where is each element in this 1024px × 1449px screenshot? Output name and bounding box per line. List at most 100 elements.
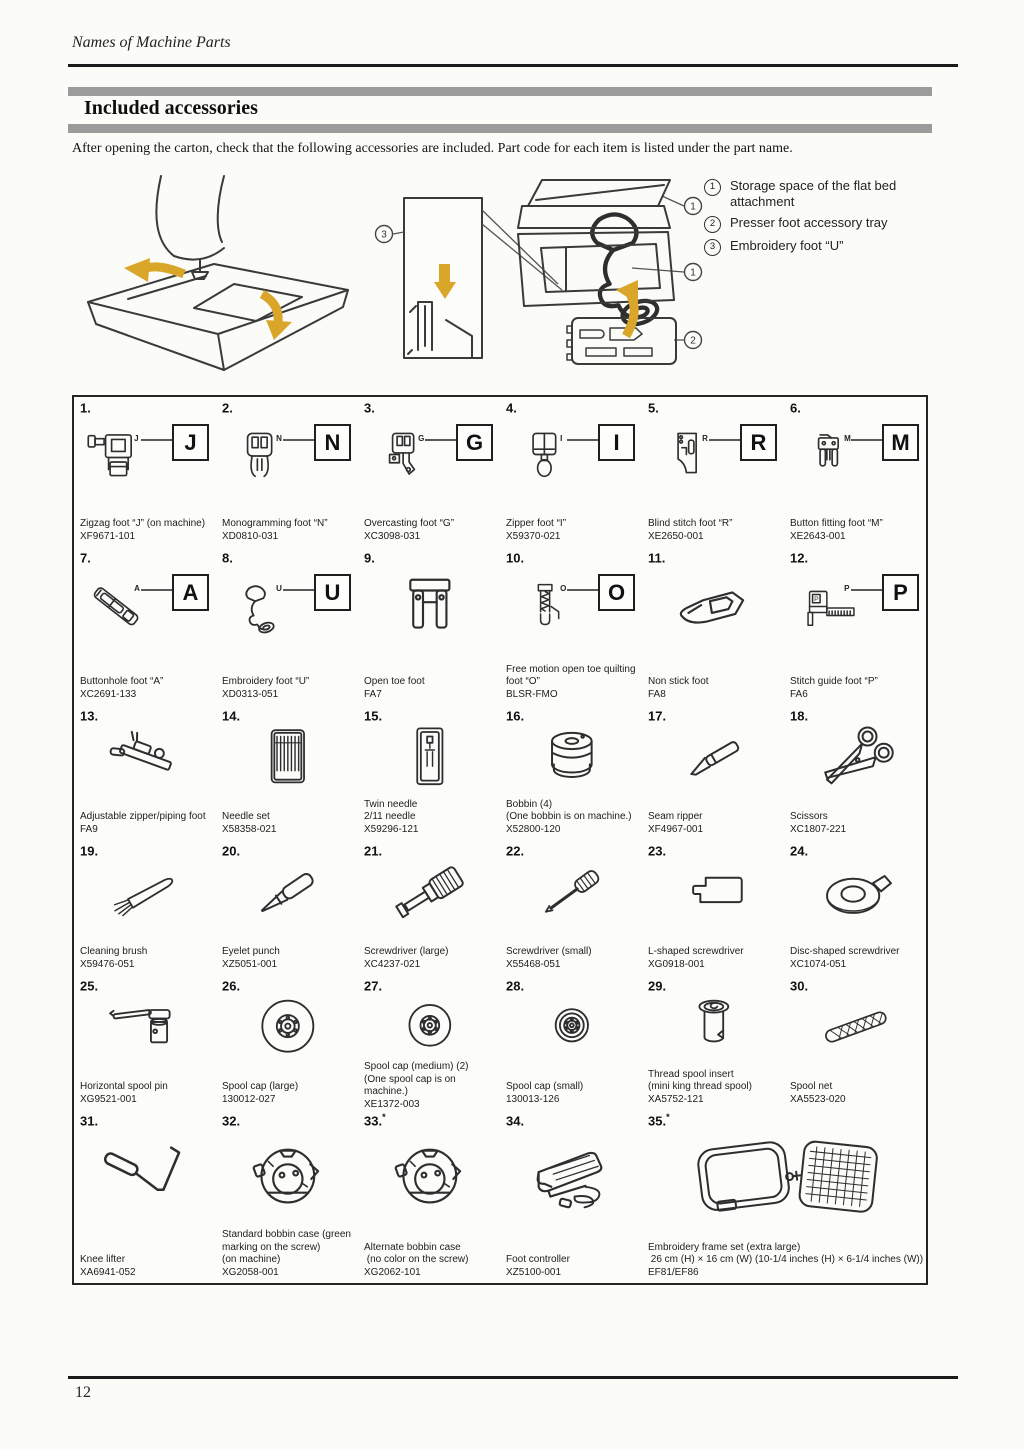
foot-letter-tag: M — [882, 424, 919, 462]
item-art — [364, 993, 496, 1061]
foot-letter-tag: U — [314, 574, 351, 612]
legend-item: 1 Storage space of the flat bed attachme… — [704, 178, 940, 210]
legend-item: 2 Presser foot accessory tray — [704, 215, 940, 233]
item-art: A A — [80, 565, 212, 657]
item-number: 16. — [506, 707, 638, 723]
tag-leader-line — [282, 589, 314, 591]
accessory-tray-drawing — [517, 179, 677, 365]
accessory-item: 35.* Embroidery frame set (extra large) … — [642, 1110, 926, 1283]
spool-cap-medium-icon — [381, 993, 479, 1061]
disc-shaped-screwdriver-icon — [807, 858, 905, 930]
item-number: 28. — [506, 977, 638, 993]
non-stick-foot-icon — [665, 565, 763, 657]
tag-leader-line — [424, 439, 456, 441]
item-number-text: 3. — [364, 400, 375, 416]
thread-spool-insert-icon — [665, 993, 763, 1061]
foot-letter-marking: I — [560, 434, 563, 444]
foot-letter-marking: G — [418, 434, 425, 444]
foot-letter-tag: R — [740, 424, 777, 462]
tray-lift-arrow — [616, 280, 639, 339]
callout-2: 2 — [690, 336, 696, 347]
item-label: L-shaped screwdriver XG0918-001 — [648, 946, 744, 970]
illustration-legend: 1 Storage space of the flat bed attachme… — [704, 178, 940, 261]
accessory-item: 19. Cleaning brush X59476-051 — [74, 840, 216, 975]
item-number: 30. — [790, 977, 922, 993]
legend-text: Presser foot accessory tray — [730, 215, 888, 230]
callout-1b: 1 — [690, 268, 696, 279]
item-label: Button fitting foot “M” XE2643-001 — [790, 518, 883, 542]
stitch-guide-foot-icon — [790, 565, 865, 657]
accessory-item: 16. Bobbin (4) (One bobbin is on machine… — [500, 705, 642, 840]
accessory-item: 18. Scissors XC1807-221 — [784, 705, 926, 840]
accessory-item: 24. Disc-shaped screwdriver XC1074-051 — [784, 840, 926, 975]
item-number: 14. — [222, 707, 354, 723]
item-art — [506, 1128, 638, 1228]
accessory-item: 3. G G Overcasting foot “G” XC3098-031 — [358, 397, 500, 547]
item-number: 26. — [222, 977, 354, 993]
accessory-item: 26. Spool cap (large) 130012-027 — [216, 975, 358, 1110]
item-number: 31. — [80, 1112, 212, 1128]
tag-leader-line — [850, 439, 882, 441]
item-art — [80, 1128, 212, 1228]
item-label: Disc-shaped screwdriver XC1074-051 — [790, 946, 900, 970]
accessory-item: 7. A A Buttonhole foot “A” XC2691-133 — [74, 547, 216, 705]
item-label: Embroidery foot “U” XD0313-051 — [222, 676, 310, 700]
item-number: 7. — [80, 549, 212, 565]
accessory-item: 8. U U Embroidery foot “U” XD0313-051 — [216, 547, 358, 705]
legend-item: 3 Embroidery foot “U” — [704, 238, 940, 256]
foot-letter-tag: N — [314, 424, 351, 462]
tag-leader-line — [282, 439, 314, 441]
tag-leader-line — [566, 589, 598, 591]
item-label: Foot controller XZ5100-001 — [506, 1254, 570, 1278]
item-number-text: 10. — [506, 550, 525, 566]
item-label: Buttonhole foot “A” XC2691-133 — [80, 676, 164, 700]
item-number-text: 4. — [506, 400, 517, 416]
zipper-foot-icon — [506, 415, 581, 503]
item-label: Twin needle 2/11 needle X59296-121 — [364, 798, 419, 835]
item-label: Seam ripper XF4967-001 — [648, 811, 704, 835]
item-number: 34. — [506, 1112, 638, 1128]
accessory-item: 29. Thread spool insert (mini king threa… — [642, 975, 784, 1110]
screwdriver-small-icon — [523, 858, 621, 930]
accessory-item: 33.* Alternate bobbin case (no color on … — [358, 1110, 500, 1283]
accessory-item: 11. Non stick foot FA8 — [642, 547, 784, 705]
item-number-text: 9. — [364, 550, 375, 566]
item-label: Zipper foot “I” X59370-021 — [506, 518, 567, 542]
item-art — [80, 858, 212, 930]
spool-cap-small-icon — [523, 993, 621, 1061]
item-art — [80, 993, 212, 1061]
storage-illustration: 3 1 1 2 — [87, 175, 703, 371]
foot-letter-marking: A — [134, 584, 140, 594]
accessory-item: 27. Spool cap (medium) (2) (One spool ca… — [358, 975, 500, 1110]
item-number: 18. — [790, 707, 922, 723]
item-number-text: 6. — [790, 400, 801, 416]
item-number-text: 34. — [506, 1113, 525, 1129]
foot-letter-tag: O — [598, 574, 635, 612]
quilting-foot-icon — [506, 565, 581, 657]
foot-controller-icon — [523, 1128, 621, 1228]
needle-set-icon — [239, 723, 337, 795]
item-label: Cleaning brush X59476-051 — [80, 946, 148, 970]
item-art — [648, 993, 780, 1061]
bobbin-case-icon — [381, 1128, 479, 1228]
callout-1a: 1 — [690, 202, 696, 213]
foot-letter-marking: N — [276, 434, 282, 444]
foot-letter-marking: J — [134, 434, 139, 444]
item-art — [790, 993, 922, 1061]
accessory-item: 32. Standard bobbin case (green marking … — [216, 1110, 358, 1283]
item-art — [222, 723, 354, 795]
foot-letter-marking: U — [276, 584, 282, 594]
accessory-item: 20. Eyelet punch XZ5051-001 — [216, 840, 358, 975]
footer-rule — [68, 1376, 958, 1379]
item-number-text: 25. — [80, 978, 99, 994]
foot-letter-marking: P — [844, 584, 850, 594]
spool-net-icon — [807, 993, 905, 1061]
item-art — [80, 723, 212, 795]
item-art — [222, 858, 354, 930]
accessory-item: 2. N N Monogramming foot “N” XD0810-031 — [216, 397, 358, 547]
legend-text: Storage space of the flat bed attachment — [730, 178, 897, 209]
accessory-item: 30. Spool net XA5523-020 — [784, 975, 926, 1110]
bobbin-case-icon — [239, 1128, 337, 1228]
foot-letter-tag: P — [882, 574, 919, 612]
item-label: Free motion open toe quilting foot “O” B… — [506, 663, 636, 700]
